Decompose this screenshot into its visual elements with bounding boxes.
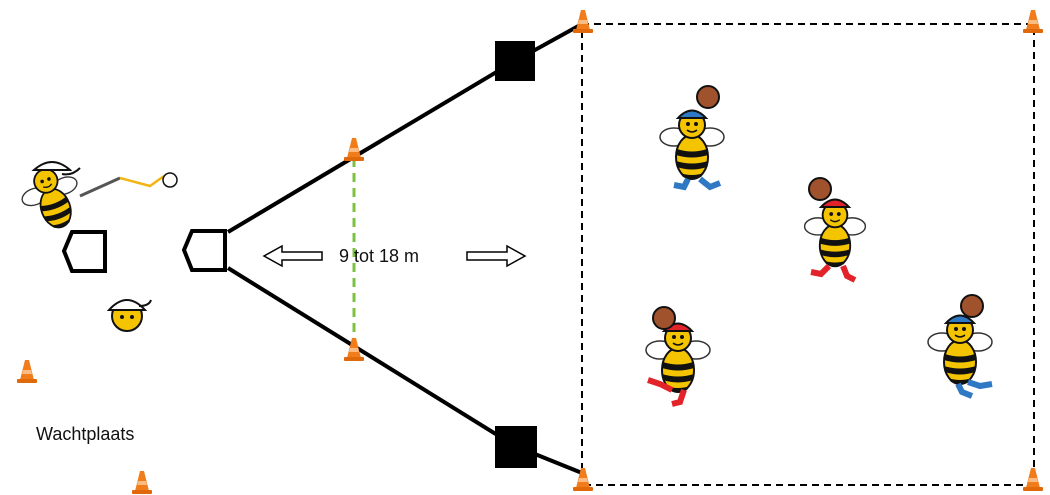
bee-fielder-red-bottom-icon	[645, 306, 711, 407]
cone-bottom-right-icon	[1023, 468, 1043, 491]
bee-fielder-red-top-icon	[803, 177, 867, 283]
waiting-area-label: Wachtplaats	[36, 424, 134, 444]
bee-fielder-blue-bottom-icon	[927, 294, 993, 399]
arrow-left-icon	[262, 244, 323, 268]
home-plate	[181, 229, 227, 272]
bee-batter-icon	[13, 159, 178, 238]
distance-label: 9 tot 18 m	[339, 246, 419, 266]
batter-home-plate	[61, 230, 107, 273]
third-base	[495, 426, 537, 468]
bee-head-icon	[106, 299, 152, 332]
arrow-right-icon	[466, 244, 527, 268]
first-base	[495, 41, 535, 81]
outfield-zone	[581, 23, 1035, 486]
cone-top-left-icon	[573, 10, 593, 33]
bee-fielder-blue-top-icon	[659, 85, 725, 191]
cone-waiting-bottom-icon	[132, 471, 152, 494]
cone-top-right-icon	[1023, 10, 1043, 33]
cone-waiting-top-icon	[17, 360, 37, 383]
cone-measure-top-icon	[344, 138, 364, 161]
